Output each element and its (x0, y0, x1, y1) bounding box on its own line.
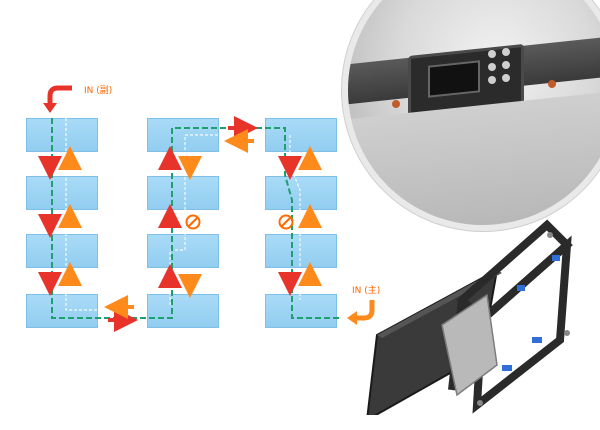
connector-closeup-photo (348, 0, 600, 225)
cabinet-col2-row3 (147, 234, 219, 268)
input-backup-label: IN (副) (84, 86, 113, 96)
col2-arrows (158, 146, 202, 298)
cabinet-back-photo (362, 215, 592, 415)
col3-arrows (278, 146, 322, 296)
cabinet-col3-row4 (265, 294, 337, 328)
col1-arrows (38, 146, 82, 296)
prohibited-icon (185, 214, 201, 230)
backup-dashed-path (65, 108, 301, 311)
prohibited-icon (278, 214, 294, 230)
corner-arrow-icon (356, 300, 375, 321)
corner-arrow-icon (47, 85, 72, 105)
input-main-label: IN (主) (352, 286, 381, 296)
cabinet-col1-row4 (26, 294, 98, 328)
cabinet-frame-illustration (366, 219, 573, 415)
